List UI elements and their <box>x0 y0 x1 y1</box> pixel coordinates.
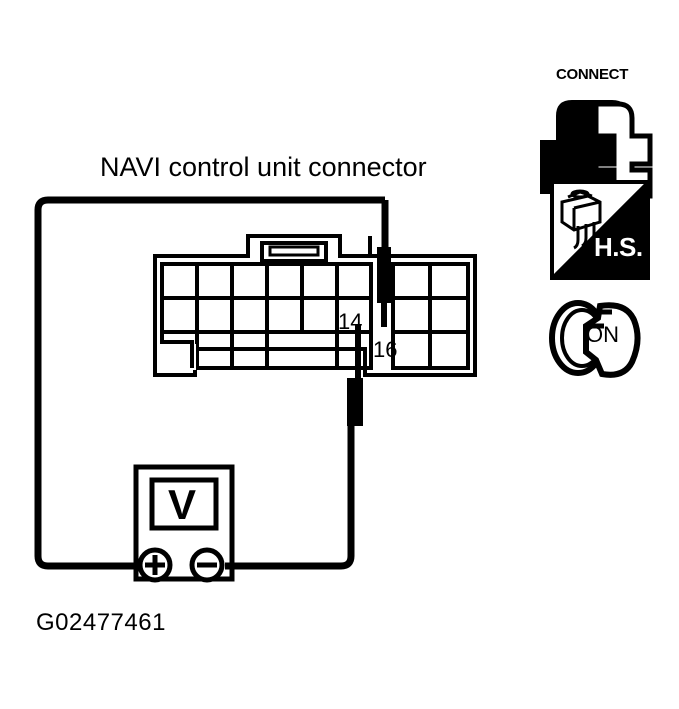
voltmeter <box>133 464 235 583</box>
connector-lower-step <box>160 340 196 370</box>
ignition-on-label: ON <box>586 322 619 347</box>
connector-latch-tab <box>246 234 342 263</box>
connect-icon-label: CONNECT <box>556 66 629 83</box>
pin-number-14: 14 <box>338 309 363 334</box>
lower-test-probe <box>347 325 363 426</box>
positive-lead-wire <box>34 196 389 570</box>
pin-number-16: 16 <box>373 337 398 362</box>
upper-test-probe <box>377 247 391 327</box>
negative-terminal-symbol <box>189 547 225 583</box>
harness-connector-drawing <box>560 189 602 250</box>
harness-side-label: H.S. <box>594 232 643 262</box>
harness-side-icon <box>550 180 650 280</box>
negative-lead-wire <box>225 424 355 570</box>
page-title: NAVI control unit connector <box>100 152 427 182</box>
positive-terminal-symbol <box>137 547 173 583</box>
ignition-switch-on-icon <box>549 300 641 378</box>
connector-pin-grid <box>160 262 470 370</box>
voltmeter-display-label: V <box>168 481 197 528</box>
figure-id-code: G02477461 <box>36 609 166 636</box>
